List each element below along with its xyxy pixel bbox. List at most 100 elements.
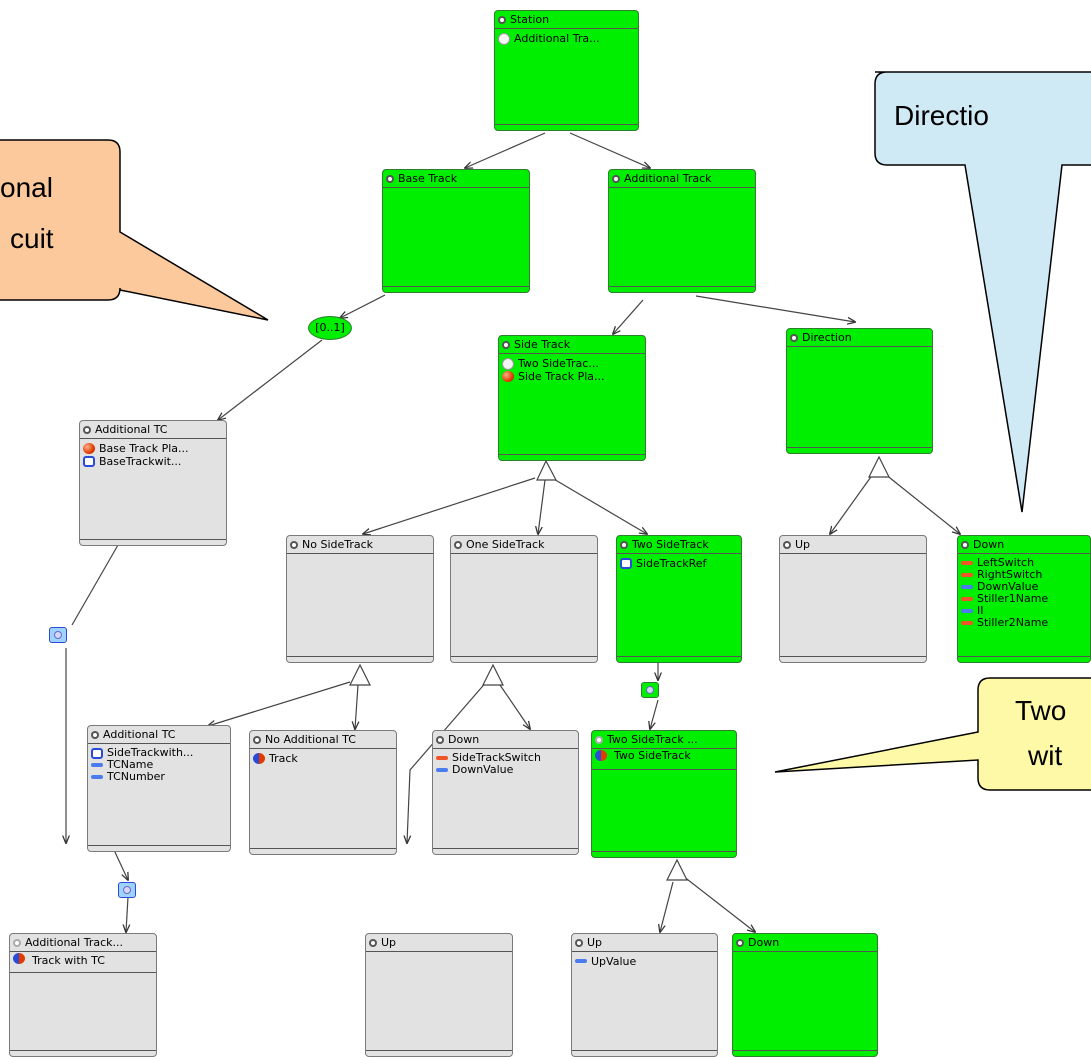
callout-top-right-text: Directio	[894, 100, 989, 131]
edge-additionaltrack-direction	[695, 295, 855, 322]
track-sphere-icon	[253, 753, 265, 764]
node-footer-divider	[495, 124, 638, 125]
blue-attribute-icon	[91, 775, 103, 779]
callout-top-right-shape	[874, 71, 1091, 513]
red-attribute-icon	[961, 597, 973, 601]
node-header: One SideTrack	[451, 536, 597, 554]
red-attribute-icon	[961, 621, 973, 625]
node-attribute: RightSwitch	[961, 569, 1087, 581]
feature-icon	[620, 541, 628, 549]
edge-additionaltrack-sidetrack	[613, 299, 644, 334]
feature-icon	[253, 736, 261, 744]
node-attribute: Stiller2Name	[961, 617, 1087, 629]
node-header: No Additional TC	[250, 731, 396, 749]
edge-nosidetrack-additionaltcmid	[208, 681, 351, 726]
node-attribute: Stiller1Name	[961, 593, 1087, 605]
node-two-sidetrack[interactable]: Two SideTrack SideTrackRef	[616, 535, 742, 663]
callout-bottom-right-line1: Two	[1015, 695, 1067, 726]
node-footer-divider	[617, 656, 741, 657]
node-two-sidetrack-ref[interactable]: Two SideTrack ... Two SideTrack	[591, 730, 737, 858]
node-title: Two SideTrack ...	[607, 733, 698, 746]
node-down-two[interactable]: Down	[732, 933, 878, 1057]
node-attribute: SideTrackwith...	[91, 747, 227, 759]
track-sphere-icon	[13, 953, 25, 964]
node-attribute: SideTrackSwitch	[436, 752, 575, 764]
edge-basetrack-multiplicity	[340, 294, 386, 318]
node-additional-tc[interactable]: Additional TC Base Track Pla... BaseTrac…	[79, 420, 227, 546]
node-down-one[interactable]: Down SideTrackSwitch DownValue	[432, 730, 579, 855]
node-direction[interactable]: Direction	[786, 328, 933, 454]
feature-icon	[790, 334, 798, 342]
node-additional-track[interactable]: Additional Track	[608, 169, 756, 293]
node-header: Base Track	[383, 170, 529, 188]
edge-twosidetrackref-uptwo	[660, 881, 674, 932]
node-one-sidetrack[interactable]: One SideTrack	[450, 535, 598, 663]
blue-attribute-icon	[961, 609, 973, 613]
node-attribute: TCNumber	[91, 771, 227, 783]
node-additional-track-leaf[interactable]: Additional Track... Track with TC	[9, 933, 157, 1057]
feature-icon	[502, 341, 510, 349]
edge-multiplicity-additionaltc	[218, 339, 323, 420]
inherit-triangle-sidetrack	[536, 459, 557, 481]
node-up-one[interactable]: Up	[365, 933, 513, 1057]
node-attribute: LeftSwitch	[961, 557, 1087, 569]
reference-connector[interactable]	[641, 682, 659, 698]
edge-additionaltcmid-conn	[113, 849, 128, 880]
feature-icon	[961, 541, 969, 549]
node-header: Up	[366, 934, 512, 952]
node-up-two[interactable]: Up UpValue	[571, 933, 718, 1057]
node-attribute: Track	[253, 752, 393, 765]
reference-connector[interactable]	[49, 627, 67, 643]
node-up-direction[interactable]: Up	[779, 535, 927, 663]
node-header: Station	[495, 11, 638, 29]
edge-sidetrack-twosidetrack	[551, 477, 647, 534]
node-title: Additional TC	[103, 728, 176, 741]
node-header: No SideTrack	[287, 536, 433, 554]
node-station[interactable]: Station Additional Tra...	[494, 10, 639, 131]
feature-icon	[386, 175, 394, 183]
callout-left-line1: onal	[0, 172, 53, 203]
node-header: Down	[733, 934, 877, 952]
callout-left-line2: cuit	[10, 223, 54, 254]
node-footer-divider	[88, 845, 230, 846]
callout-bottom-right-line2: wit	[1028, 740, 1063, 771]
edge-station-basetrack	[465, 132, 546, 168]
node-attribute: DownValue	[436, 764, 575, 776]
node-attribute: Side Track Pla...	[502, 370, 642, 383]
node-title: Additional Track...	[25, 936, 123, 949]
node-no-additional-tc[interactable]: No Additional TC Track	[249, 730, 397, 855]
node-footer-divider	[733, 1050, 877, 1051]
node-attribute: Additional Tra...	[498, 32, 635, 45]
reference-icon	[498, 33, 510, 45]
edge-onesidetrack-downone	[499, 684, 530, 729]
node-side-track[interactable]: Side Track Two SideTrac... Side Track Pl…	[498, 335, 646, 461]
red-attribute-icon	[961, 573, 973, 577]
edge-station-additionaltrack	[569, 132, 650, 168]
node-footer-divider	[287, 656, 433, 657]
inherit-triangle-twosidetrackref	[666, 858, 688, 881]
node-no-sidetrack[interactable]: No SideTrack	[286, 535, 434, 663]
node-base-track[interactable]: Base Track	[382, 169, 530, 293]
edge-sidetrack-nosidetrack	[363, 477, 536, 534]
node-additional-tc-mid[interactable]: Additional TC SideTrackwith... TCName TC…	[87, 725, 231, 852]
node-footer-divider	[80, 539, 226, 540]
node-title: Up	[795, 538, 811, 551]
node-footer-divider	[609, 286, 755, 287]
node-footer-divider	[433, 848, 578, 849]
node-footer-divider	[592, 851, 736, 852]
multiplicity-ellipse[interactable]: [0..1]	[308, 316, 352, 340]
feature-icon	[91, 731, 99, 739]
node-header: Up	[780, 536, 926, 554]
edge-conn-twosidetrackref	[650, 699, 659, 729]
node-down-direction[interactable]: Down LeftSwitch RightSwitch DownValue St…	[957, 535, 1091, 663]
node-header: Side Track	[499, 336, 645, 354]
blue-attribute-icon	[961, 585, 973, 589]
node-footer-divider	[451, 656, 597, 657]
reference-connector[interactable]	[118, 882, 136, 898]
node-header: Two SideTrack ...	[592, 731, 736, 749]
feature-icon	[612, 175, 620, 183]
node-attribute: Two SideTrac...	[502, 357, 642, 370]
node-header: Additional Track...	[10, 934, 156, 952]
node-footer-divider	[383, 286, 529, 287]
edge-direction-down	[884, 473, 960, 534]
